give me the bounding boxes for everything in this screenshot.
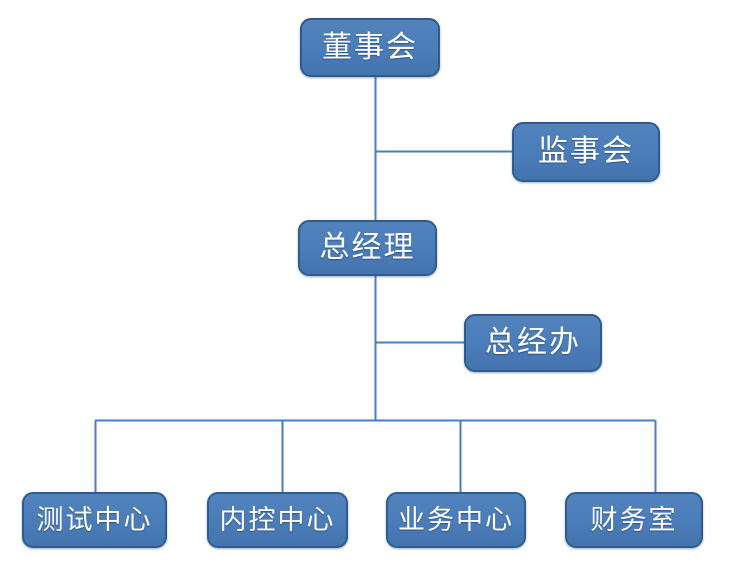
- node-finance-office[interactable]: 财务室: [565, 492, 703, 548]
- node-testing-center[interactable]: 测试中心: [22, 492, 167, 548]
- node-board-of-supervisors[interactable]: 监事会: [512, 122, 660, 182]
- node-board-of-directors[interactable]: 董事会: [300, 18, 440, 77]
- node-general-manager-label: 总经理: [319, 230, 416, 265]
- node-business-center-label: 业务中心: [398, 504, 514, 536]
- node-internal-control-center-label: 内控中心: [219, 504, 336, 536]
- node-general-manager-office[interactable]: 总经办: [464, 314, 602, 372]
- node-board-of-directors-label: 董事会: [322, 29, 418, 65]
- node-general-manager-office-label: 总经办: [485, 325, 581, 360]
- node-internal-control-center[interactable]: 内控中心: [207, 492, 348, 548]
- node-board-of-supervisors-label: 监事会: [538, 134, 634, 169]
- node-finance-office-label: 财务室: [590, 504, 678, 536]
- node-general-manager[interactable]: 总经理: [298, 220, 437, 276]
- node-testing-center-label: 测试中心: [36, 504, 153, 536]
- node-business-center[interactable]: 业务中心: [386, 492, 526, 548]
